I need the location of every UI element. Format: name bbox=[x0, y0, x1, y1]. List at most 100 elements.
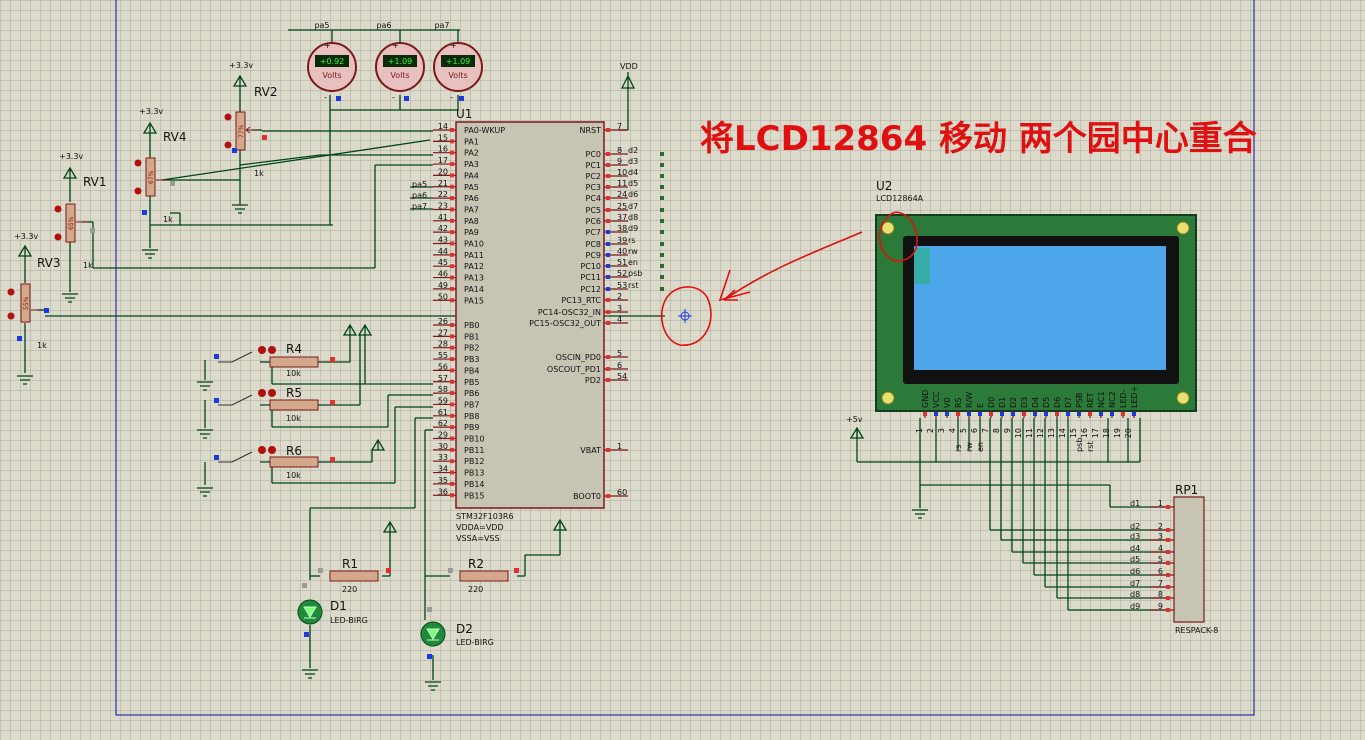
lcd-pin-marker bbox=[1055, 412, 1059, 416]
mcu-pin-name: OSCIN_PD0 bbox=[556, 353, 601, 362]
svg-text:RV1: RV1 bbox=[83, 175, 107, 189]
mcu-pin-marker bbox=[450, 345, 454, 350]
svg-text:+: + bbox=[392, 41, 399, 50]
mcu-pin-name: PA1 bbox=[464, 137, 479, 146]
svg-text:-: - bbox=[324, 93, 327, 102]
lcd-pin-number: 16 bbox=[1080, 428, 1089, 438]
mcu-pin-name: PA13 bbox=[464, 274, 484, 283]
respack-rp1[interactable]: RP1 RESPACK-8 1d12d23d34d45d56d67d78d89d… bbox=[1130, 483, 1218, 635]
respack-pin-marker bbox=[1166, 573, 1170, 577]
mcu-pin-marker bbox=[450, 196, 454, 201]
lcd-pin-marker bbox=[967, 412, 971, 416]
led-d2[interactable]: D2 LED-BIRG bbox=[420, 607, 494, 659]
potentiometer-rv4[interactable]: 67% RV4 1k bbox=[134, 130, 187, 224]
svg-text:R2: R2 bbox=[468, 557, 484, 571]
mcu-pin-name: PB5 bbox=[464, 378, 479, 387]
net-label: d2 bbox=[628, 146, 638, 155]
net-label: pa5 bbox=[412, 180, 427, 189]
mcu-pin-number: 29 bbox=[438, 431, 448, 440]
mcu-pin-number: 50 bbox=[438, 292, 448, 301]
net-terminal bbox=[660, 196, 664, 200]
mcu-pin-name: PA0-WKUP bbox=[464, 126, 505, 135]
voltmeter-pa7[interactable]: +1.09 Volts pa7 bbox=[433, 21, 483, 92]
mcu-pin-marker bbox=[450, 447, 454, 452]
lcd-pin-number: 18 bbox=[1102, 428, 1111, 438]
svg-text:D2: D2 bbox=[456, 622, 473, 636]
potentiometer-rv1[interactable]: 65% RV1 1k bbox=[54, 175, 107, 270]
respack-pin-number: 9 bbox=[1158, 602, 1163, 611]
mcu-pin-marker bbox=[606, 242, 610, 246]
net-label: d8 bbox=[628, 213, 638, 222]
mcu-pin-number: 43 bbox=[438, 236, 448, 245]
potentiometer-rv2[interactable]: 77% RV2 1k bbox=[224, 85, 278, 178]
mcu-pin-marker bbox=[450, 173, 454, 178]
lcd-pin-marker bbox=[978, 412, 982, 416]
net-terminal bbox=[660, 287, 664, 291]
svg-text:77%: 77% bbox=[238, 124, 245, 138]
mcu-pin-number: 51 bbox=[617, 258, 627, 267]
mcu-pin-name: PA6 bbox=[464, 194, 479, 203]
net-terminal bbox=[660, 242, 664, 246]
lcd-pin-marker bbox=[1121, 412, 1125, 416]
led-d1[interactable]: D1 LED-BIRG bbox=[297, 583, 368, 637]
mcu-pin-number: 4 bbox=[617, 315, 622, 324]
mcu-pin-name: PC12 bbox=[580, 285, 601, 294]
mcu-pin-name: PC11 bbox=[580, 273, 601, 282]
mcu-pin-number: 49 bbox=[438, 281, 448, 290]
lcd-ref: U2 bbox=[876, 179, 892, 193]
lcd-pin-marker bbox=[1088, 412, 1092, 416]
mcu-pin-name: PB1 bbox=[464, 332, 479, 341]
voltmeter-unit: Volts bbox=[390, 71, 409, 80]
annotation-text: 将LCD12864 移动 两个园中心重合 bbox=[700, 119, 1257, 159]
lcd-pin-name: LED- bbox=[1119, 389, 1128, 408]
mcu-pin-number: 23 bbox=[438, 201, 448, 210]
lcd-pin-name: RET bbox=[1086, 392, 1095, 408]
net-label: d6 bbox=[1130, 567, 1140, 576]
mcu-pin-name: PA10 bbox=[464, 240, 484, 249]
switch-r6-group[interactable]: R6 10k bbox=[214, 444, 335, 480]
voltmeter-pa6[interactable]: +1.09 Volts pa6 bbox=[375, 21, 425, 92]
mcu-pin-marker bbox=[450, 230, 454, 235]
mcu-pin-name: PC7 bbox=[586, 228, 602, 237]
voltmeter-reading: +1.09 bbox=[446, 57, 471, 66]
mcu-pin-marker bbox=[450, 286, 454, 291]
lcd-pin-name: D6 bbox=[1053, 397, 1062, 408]
net-terminal bbox=[660, 219, 664, 223]
mcu-pin-number: 41 bbox=[438, 213, 448, 222]
net-label: d8 bbox=[1130, 590, 1140, 599]
svg-text:+: + bbox=[324, 41, 331, 50]
voltmeter-unit: Volts bbox=[322, 71, 341, 80]
net-terminal bbox=[660, 264, 664, 268]
mcu-pin-marker bbox=[450, 184, 454, 189]
mcu-pin-name: PB2 bbox=[464, 344, 479, 353]
net-label: d5 bbox=[1130, 555, 1140, 564]
mcu-pin-name: PC6 bbox=[586, 217, 602, 226]
net-label: d2 bbox=[1130, 522, 1140, 531]
net-terminal bbox=[660, 163, 664, 167]
voltmeter-pa5[interactable]: +0.92 Volts pa5 bbox=[307, 21, 357, 92]
lcd-12864[interactable]: U2 LCD12864A GND1VCC2V03RS4rsR/W5rwE6enD… bbox=[875, 179, 1197, 452]
potentiometer-rv3[interactable]: 55% RV3 1k bbox=[7, 256, 61, 350]
svg-text:LED-BIRG: LED-BIRG bbox=[330, 616, 368, 625]
net-label: d4 bbox=[628, 168, 638, 177]
mcu-pin-name: PC14-OSC32_IN bbox=[538, 308, 601, 317]
resistor-r2[interactable]: R2 220 bbox=[448, 557, 519, 594]
svg-text:RV4: RV4 bbox=[163, 130, 187, 144]
mcu-pin-number: 35 bbox=[438, 476, 448, 485]
lcd-pin-name: D2 bbox=[1009, 397, 1018, 408]
switch-r5-group[interactable]: R5 10k bbox=[214, 386, 335, 423]
lcd-pin-marker bbox=[1099, 412, 1103, 416]
respack-pin-marker bbox=[1166, 561, 1170, 565]
mcu-pin-marker bbox=[450, 391, 454, 396]
mcu-pin-marker bbox=[450, 459, 454, 464]
mcu-pin-marker bbox=[450, 275, 454, 280]
mcu-pin-name: PA9 bbox=[464, 228, 479, 237]
resistor-r1[interactable]: R1 220 bbox=[318, 557, 391, 594]
switch-r4-group[interactable]: R4 10k bbox=[214, 342, 335, 378]
mcu-pin-number: 26 bbox=[438, 317, 448, 326]
lcd-pin-marker bbox=[945, 412, 949, 416]
mcu-pin-marker bbox=[606, 367, 610, 371]
